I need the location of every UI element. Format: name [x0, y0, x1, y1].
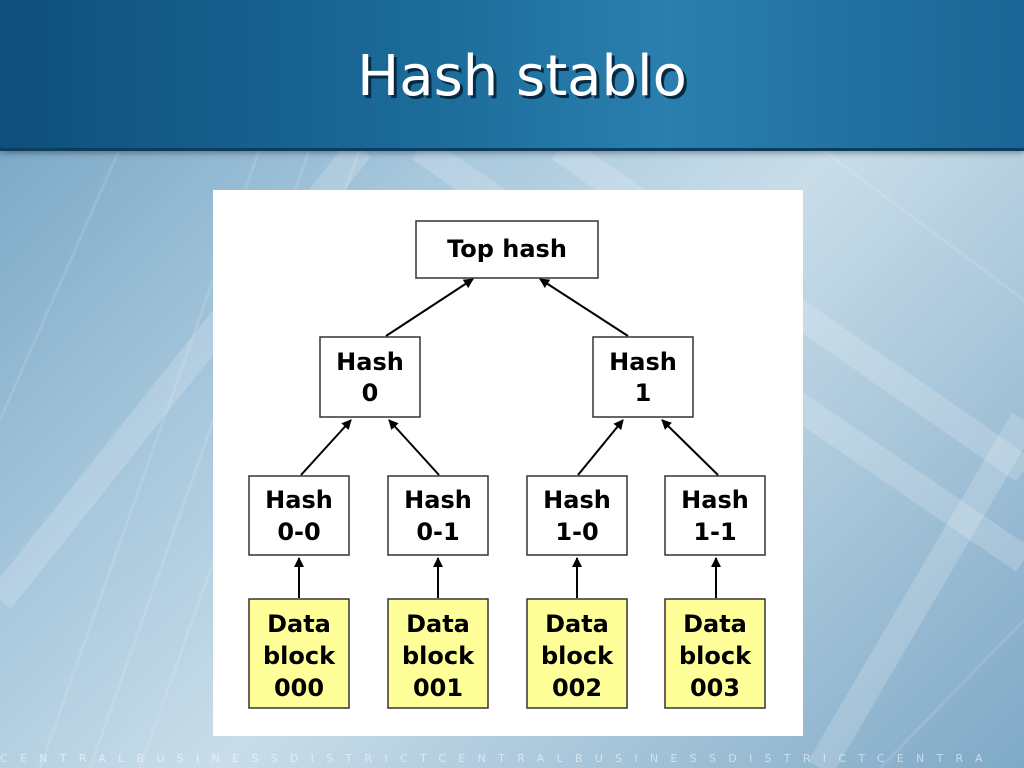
arrow-hash10-to-hash1	[577, 419, 624, 476]
node-data-block-002: Data block 002	[526, 598, 628, 709]
node-data-block-000-line-1: Data	[267, 610, 331, 638]
node-hash-0-0-line-1: Hash	[265, 486, 333, 514]
node-data-block-002-line-3: 002	[552, 674, 602, 702]
arrow-hash00-to-hash0	[300, 419, 352, 476]
title-bar	[0, 0, 1024, 151]
node-data-block-001: Data block 001	[387, 598, 489, 709]
diagram-panel: Top hash Hash 0 Hash 1 Hash 0-0 Hash 0-1	[213, 190, 803, 736]
node-hash-0-1: Hash 0-1	[387, 475, 489, 556]
node-data-block-003-line-1: Data	[683, 610, 747, 638]
node-hash-1-line-2: 1	[635, 379, 652, 407]
node-data-block-001-line-1: Data	[406, 610, 470, 638]
node-data-block-001-line-3: 001	[413, 674, 463, 702]
node-data-block-003: Data block 003	[664, 598, 766, 709]
node-hash-0-1-line-1: Hash	[404, 486, 472, 514]
node-hash-0: Hash 0	[319, 336, 421, 418]
arrow-hash11-to-hash1	[661, 419, 719, 476]
footer-watermark-text: CENTRALBUSINESSDISTRICTCENTRALBUSINESSDI…	[0, 752, 995, 765]
arrow-hash0-to-top	[385, 278, 474, 337]
node-data-block-003-line-3: 003	[690, 674, 740, 702]
node-top-hash-label: Top hash	[447, 235, 567, 263]
arrow-hash01-to-hash0	[388, 419, 440, 476]
node-data-block-000-line-3: 000	[274, 674, 324, 702]
node-hash-0-line-2: 0	[362, 379, 379, 407]
node-hash-1-0-line-2: 1-0	[555, 518, 598, 546]
node-hash-0-line-1: Hash	[336, 348, 404, 376]
node-hash-1-0-line-1: Hash	[543, 486, 611, 514]
node-hash-1-1-line-1: Hash	[681, 486, 749, 514]
arrow-hash1-to-top	[539, 278, 629, 337]
node-data-block-000: Data block 000	[248, 598, 350, 709]
node-data-block-002-line-2: block	[541, 642, 614, 670]
node-data-block-002-line-1: Data	[545, 610, 609, 638]
node-top-hash: Top hash	[415, 220, 599, 279]
node-hash-1-1-line-2: 1-1	[693, 518, 736, 546]
node-hash-0-0-line-2: 0-0	[277, 518, 320, 546]
node-hash-0-1-line-2: 0-1	[416, 518, 459, 546]
hash-tree-diagram: Top hash Hash 0 Hash 1 Hash 0-0 Hash 0-1	[248, 220, 766, 709]
slide-title: Hash stablo	[357, 44, 687, 109]
node-data-block-003-line-2: block	[679, 642, 752, 670]
node-hash-1-0: Hash 1-0	[526, 475, 628, 556]
node-data-block-001-line-2: block	[402, 642, 475, 670]
node-hash-1-line-1: Hash	[609, 348, 677, 376]
node-hash-0-0: Hash 0-0	[248, 475, 350, 556]
node-hash-1-1: Hash 1-1	[664, 475, 766, 556]
node-data-block-000-line-2: block	[263, 642, 336, 670]
node-hash-1: Hash 1	[592, 336, 694, 418]
